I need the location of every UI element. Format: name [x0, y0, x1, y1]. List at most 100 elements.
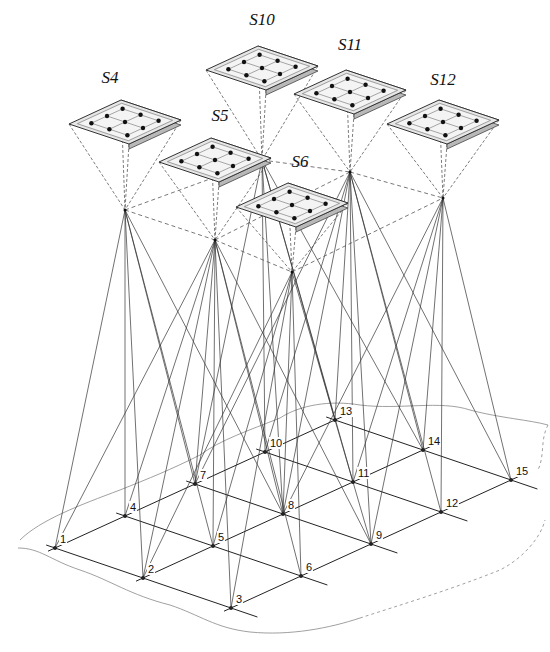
ground-point	[439, 510, 443, 514]
plate-grid	[109, 115, 140, 129]
ray-line	[423, 198, 443, 450]
station-label: S12	[430, 71, 456, 90]
photo-plate	[294, 70, 406, 114]
station-label: S11	[338, 36, 362, 55]
point-number: 4	[129, 501, 137, 513]
image-point	[226, 67, 230, 71]
ray-line	[441, 198, 443, 512]
ray-line	[215, 240, 371, 544]
ground-point	[299, 574, 303, 578]
point-number: 9	[375, 529, 383, 541]
image-point	[363, 83, 367, 87]
image-point	[120, 107, 124, 111]
image-point	[89, 121, 93, 125]
point-number: 10	[269, 437, 283, 449]
station-label: S10	[249, 11, 275, 30]
ray-line	[350, 172, 423, 450]
ray-line	[55, 210, 125, 548]
station-label: S5	[212, 107, 229, 126]
ray-line	[350, 172, 371, 544]
plate-grid	[332, 86, 368, 98]
plate-grid	[274, 199, 310, 211]
image-point	[474, 119, 478, 123]
image-point	[290, 203, 294, 207]
projection-centre	[291, 271, 294, 274]
ray-line	[283, 198, 443, 514]
ray-line	[231, 272, 292, 608]
grid-line	[116, 513, 327, 585]
image-point	[287, 190, 291, 194]
plate-grid	[316, 79, 347, 93]
cone-line	[125, 144, 129, 210]
camera-station	[159, 138, 271, 242]
plate-grid	[91, 109, 122, 123]
photo-plate	[206, 46, 318, 90]
image-point	[272, 197, 276, 201]
station-frame	[125, 160, 443, 272]
ray-line	[143, 240, 215, 578]
plate-grid	[127, 121, 158, 135]
image-point	[195, 152, 199, 156]
plate-frame	[167, 141, 262, 178]
ray-line	[292, 272, 301, 576]
cone-line	[350, 114, 354, 172]
photo-plate	[159, 138, 271, 182]
ray-line	[213, 272, 292, 546]
plate-grid	[316, 93, 352, 105]
ground-point	[281, 512, 285, 516]
camera-station	[236, 183, 348, 274]
image-point	[138, 113, 142, 117]
plate-grid	[290, 192, 326, 204]
ground-point	[263, 450, 267, 454]
image-point	[278, 72, 282, 76]
ray-line	[195, 240, 215, 484]
plate-frame	[244, 186, 339, 223]
ray-line	[125, 210, 126, 516]
plate-grid	[348, 79, 384, 91]
image-point	[275, 59, 279, 63]
plate-grid	[228, 55, 259, 69]
grid-line	[224, 474, 525, 612]
plate-grid	[91, 123, 127, 135]
image-point	[244, 73, 248, 77]
plate-grid	[199, 153, 230, 167]
image-point	[425, 127, 429, 131]
point-number: 5	[217, 531, 225, 543]
grid-line	[136, 444, 437, 582]
plate-frame	[214, 49, 309, 86]
camera-station	[387, 100, 499, 200]
photo-plate	[69, 100, 181, 144]
plate-grid	[213, 147, 249, 159]
plate-grid	[181, 161, 217, 173]
image-point	[438, 107, 442, 111]
image-point	[293, 65, 297, 69]
point-number: 1	[59, 533, 67, 545]
plate-grid	[246, 61, 277, 75]
ray-line	[195, 172, 350, 484]
image-point	[262, 79, 266, 83]
ground-point	[421, 448, 425, 452]
ray-line	[125, 210, 283, 514]
grid-line	[186, 481, 397, 553]
image-point	[257, 53, 261, 57]
ray-line	[143, 272, 292, 578]
ground-point	[211, 544, 215, 548]
plate-grid	[409, 123, 445, 135]
ray-line	[350, 172, 511, 480]
ray-line	[292, 272, 371, 544]
ray-line	[350, 172, 441, 512]
image-point	[407, 121, 411, 125]
baseline-dashed	[292, 198, 443, 272]
camera-station	[294, 70, 406, 174]
point-number: 7	[199, 469, 207, 481]
ray-line	[213, 240, 215, 546]
image-point	[441, 120, 445, 124]
plate-grid	[107, 116, 143, 128]
plate-grid	[441, 109, 477, 121]
ground-outline	[18, 403, 548, 633]
image-point	[366, 96, 370, 100]
plate-frame	[395, 103, 490, 140]
terrain-edge	[20, 403, 548, 540]
plate-grid	[123, 109, 159, 121]
